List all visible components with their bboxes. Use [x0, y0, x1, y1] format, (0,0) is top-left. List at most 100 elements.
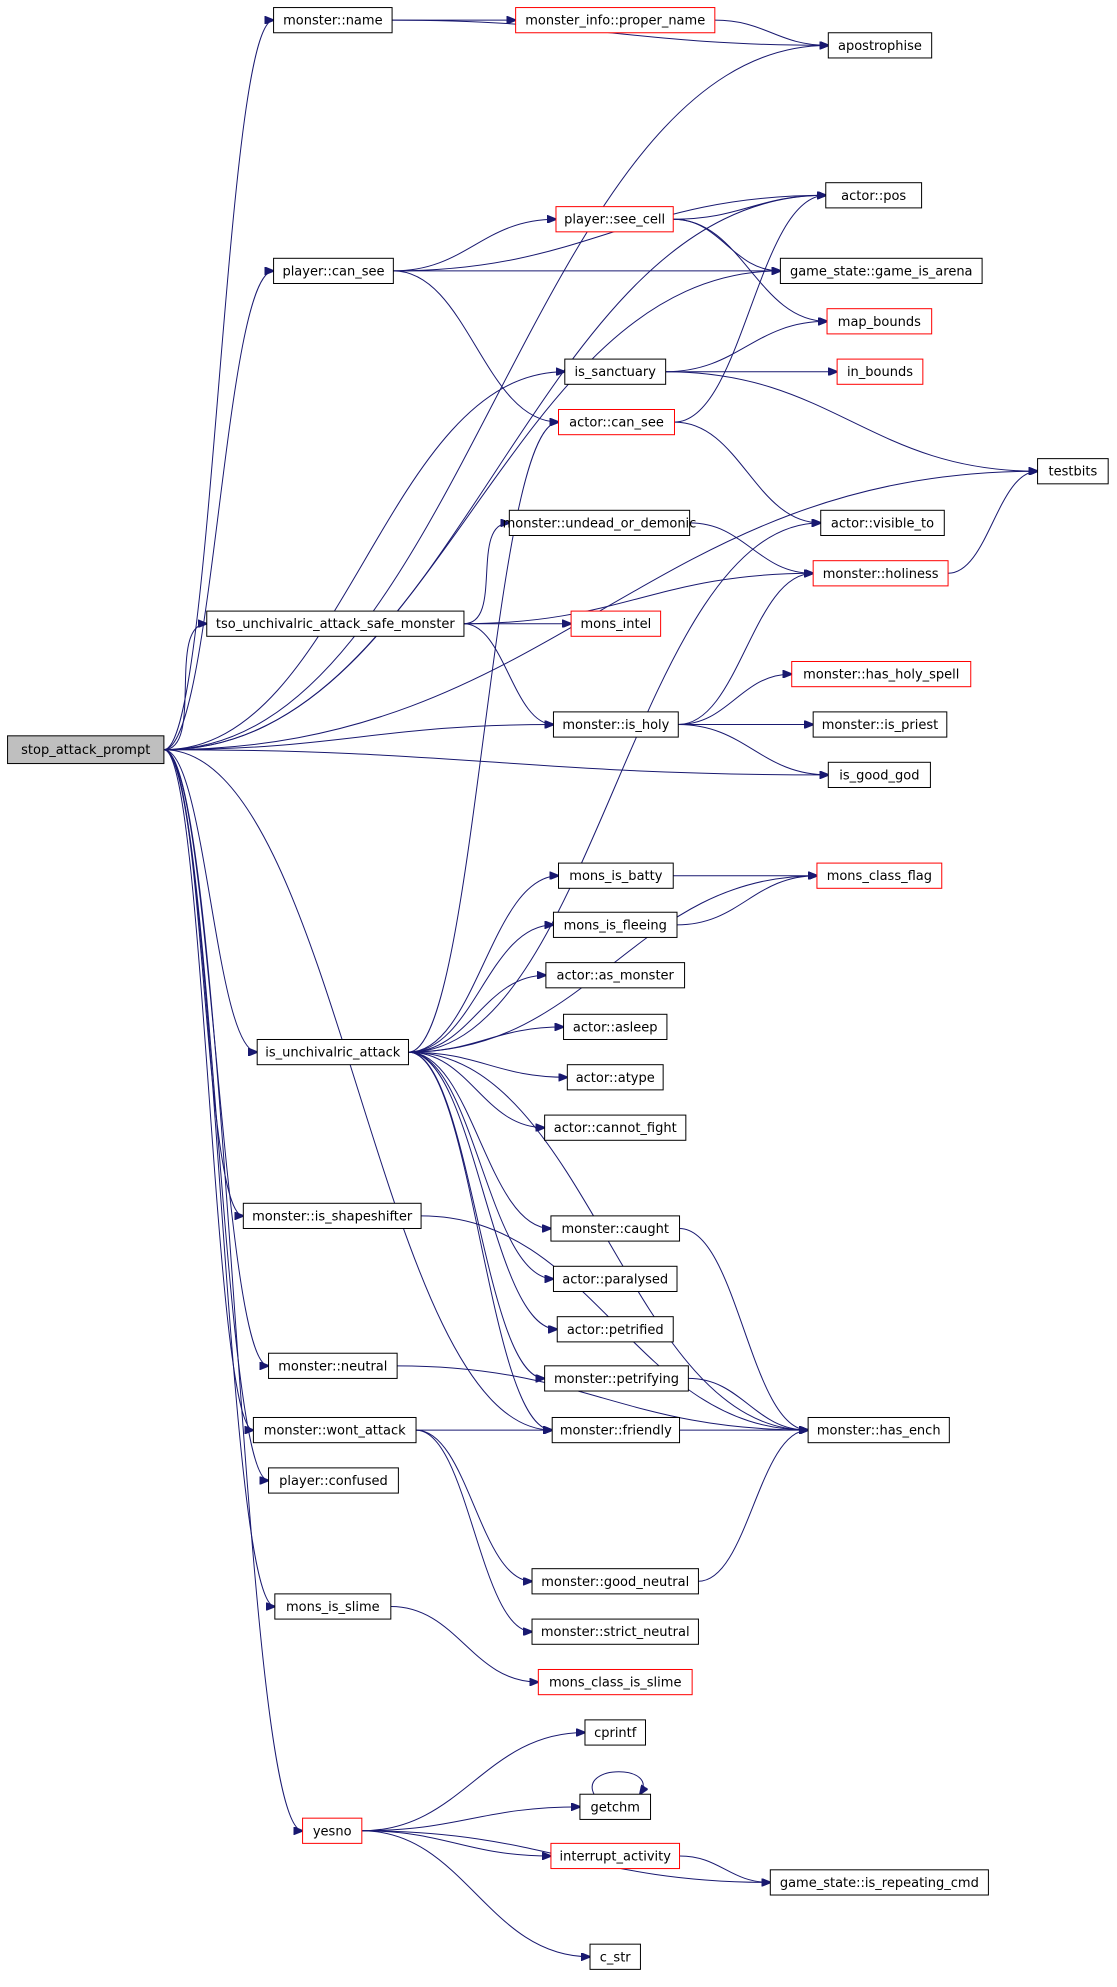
node-visible-to[interactable]: actor::visible_to	[820, 509, 945, 536]
node-label: monster::is_shapeshifter	[252, 1209, 413, 1224]
edge-is_unchivalric-to-friendly	[408, 1051, 552, 1430]
edge-is_unchivalric-to-atype	[408, 1051, 567, 1077]
node-undead-or-demonic[interactable]: monster::undead_or_demonic	[503, 509, 697, 536]
node-friendly[interactable]: monster::friendly	[551, 1416, 681, 1444]
node-label: monster::strict_neutral	[541, 1625, 690, 1640]
node-box	[827, 32, 933, 59]
node-map-bounds[interactable]: map_bounds	[826, 308, 933, 335]
node-label: is_unchivalric_attack	[265, 1046, 401, 1061]
node-as-monster[interactable]: actor::as_monster	[545, 962, 686, 989]
node-label: monster_info::proper_name	[525, 14, 705, 29]
node-box	[252, 1416, 417, 1444]
node-yesno[interactable]: yesno	[302, 1817, 363, 1844]
node-box	[242, 1202, 422, 1229]
node-label: actor::petrified	[567, 1323, 664, 1338]
node-neutral[interactable]: monster::neutral	[268, 1352, 398, 1379]
node-label: interrupt_activity	[560, 1849, 672, 1864]
node-testbits[interactable]: testbits	[1037, 458, 1109, 485]
node-box	[563, 1013, 668, 1040]
node-strict-neutral[interactable]: monster::strict_neutral	[531, 1618, 699, 1645]
node-c-str[interactable]: c_str	[589, 1943, 641, 1970]
node-box	[825, 182, 923, 209]
node-actor-pos[interactable]: actor::pos	[825, 182, 923, 209]
node-atype[interactable]: actor::atype	[566, 1064, 664, 1091]
node-label: monster::has_holy_spell	[803, 668, 959, 683]
node-confused[interactable]: player::confused	[268, 1467, 399, 1494]
node-interrupt-activity[interactable]: interrupt_activity	[550, 1842, 681, 1870]
node-box	[826, 308, 933, 335]
edge-root-to-yesno	[163, 749, 303, 1831]
edge-is_unchivalric-to-paralysed	[408, 1051, 553, 1279]
node-has-holy-spell[interactable]: monster::has_holy_spell	[791, 660, 972, 688]
node-see-cell[interactable]: player::see_cell	[555, 206, 674, 233]
node-monster-name[interactable]: monster::name	[273, 7, 393, 34]
node-game-is-arena[interactable]: game_state::game_is_arena	[779, 257, 983, 284]
node-is-good-god[interactable]: is_good_god	[827, 761, 931, 788]
edge-root-to-confused	[163, 749, 269, 1481]
edge-is_unchivalric-to-mons_is_batty	[408, 876, 558, 1053]
node-label: monster::neutral	[278, 1359, 387, 1374]
node-in-bounds[interactable]: in_bounds	[836, 358, 924, 385]
node-player-can-see[interactable]: player::can_see	[273, 257, 394, 284]
node-label: map_bounds	[838, 315, 921, 330]
node-asleep[interactable]: actor::asleep	[563, 1013, 668, 1040]
edge-interrupt_activity-to-is_repeating_cmd	[679, 1855, 771, 1882]
node-proper-name[interactable]: monster_info::proper_name	[515, 7, 716, 34]
node-box	[820, 509, 945, 536]
node-box	[302, 1817, 363, 1844]
edge-getchm-to-getchm	[591, 1771, 643, 1795]
edge-root-to-tso	[163, 624, 207, 751]
node-mons-is-fleeing[interactable]: mons_is_fleeing	[552, 911, 678, 938]
node-box	[537, 1668, 693, 1696]
node-box	[268, 1467, 399, 1494]
edge-good_neutral-to-has_ench	[698, 1430, 808, 1582]
node-label: monster::wont_attack	[264, 1424, 406, 1439]
node-good-neutral[interactable]: monster::good_neutral	[531, 1568, 699, 1595]
edge-is_sanctuary-to-testbits	[665, 371, 1038, 472]
node-tso[interactable]: tso_unchivalric_attack_safe_monster	[206, 610, 465, 637]
node-holiness[interactable]: monster::holiness	[812, 560, 949, 587]
node-caught[interactable]: monster::caught	[550, 1215, 681, 1242]
node-box	[550, 1215, 681, 1242]
node-is-shapeshifter[interactable]: monster::is_shapeshifter	[242, 1202, 422, 1229]
edge-tso-to-undead_or_demonic	[463, 523, 509, 625]
node-label: player::confused	[279, 1474, 388, 1489]
node-label: monster::good_neutral	[541, 1575, 689, 1590]
node-is-priest[interactable]: monster::is_priest	[812, 711, 948, 738]
edge-yesno-to-cprintf	[361, 1732, 585, 1832]
node-mons-class-is-slime[interactable]: mons_class_is_slime	[537, 1668, 693, 1696]
node-label: monster::is_holy	[562, 718, 669, 733]
node-paralysed[interactable]: actor::paralysed	[552, 1265, 678, 1292]
node-petrified[interactable]: actor::petrified	[556, 1316, 674, 1343]
node-is-sanctuary[interactable]: is_sanctuary	[564, 358, 667, 385]
edge-is_unchivalric-to-mons_is_fleeing	[408, 925, 553, 1053]
node-actor-can-see[interactable]: actor::can_see	[558, 408, 675, 436]
edge-is_holy-to-is_good_god	[678, 723, 828, 774]
node-cprintf[interactable]: cprintf	[584, 1719, 646, 1746]
node-has-ench[interactable]: monster::has_ench	[807, 1416, 950, 1444]
node-mons-intel[interactable]: mons_intel	[570, 610, 662, 637]
node-mons-class-flag[interactable]: mons_class_flag	[816, 862, 943, 889]
node-mons-is-batty[interactable]: mons_is_batty	[558, 862, 674, 889]
edge-is_sanctuary-to-map_bounds	[665, 321, 827, 373]
node-label: tso_unchivalric_attack_safe_monster	[216, 617, 456, 632]
node-apostrophise[interactable]: apostrophise	[827, 32, 933, 59]
node-root[interactable]: stop_attack_prompt	[7, 735, 165, 765]
node-cannot-fight[interactable]: actor::cannot_fight	[544, 1114, 687, 1141]
node-petrifying[interactable]: monster::petrifying	[544, 1365, 689, 1392]
node-box	[508, 509, 691, 536]
node-is-unchivalric[interactable]: is_unchivalric_attack	[256, 1038, 409, 1066]
node-getchm[interactable]: getchm	[579, 1793, 652, 1820]
node-is-holy[interactable]: monster::is_holy	[552, 711, 679, 738]
node-wont-attack[interactable]: monster::wont_attack	[252, 1416, 417, 1444]
node-label: yesno	[313, 1824, 352, 1839]
node-mons-is-slime[interactable]: mons_is_slime	[274, 1593, 392, 1620]
node-label: monster::is_priest	[822, 718, 939, 733]
node-box	[589, 1943, 641, 1970]
node-label: mons_class_is_slime	[549, 1676, 681, 1691]
node-is-repeating-cmd[interactable]: game_state::is_repeating_cmd	[769, 1869, 989, 1896]
edge-is_unchivalric-to-cannot_fight	[408, 1051, 544, 1128]
edge-yesno-to-c_str	[361, 1830, 590, 1957]
node-box	[558, 408, 675, 436]
node-label: monster::friendly	[560, 1424, 672, 1439]
